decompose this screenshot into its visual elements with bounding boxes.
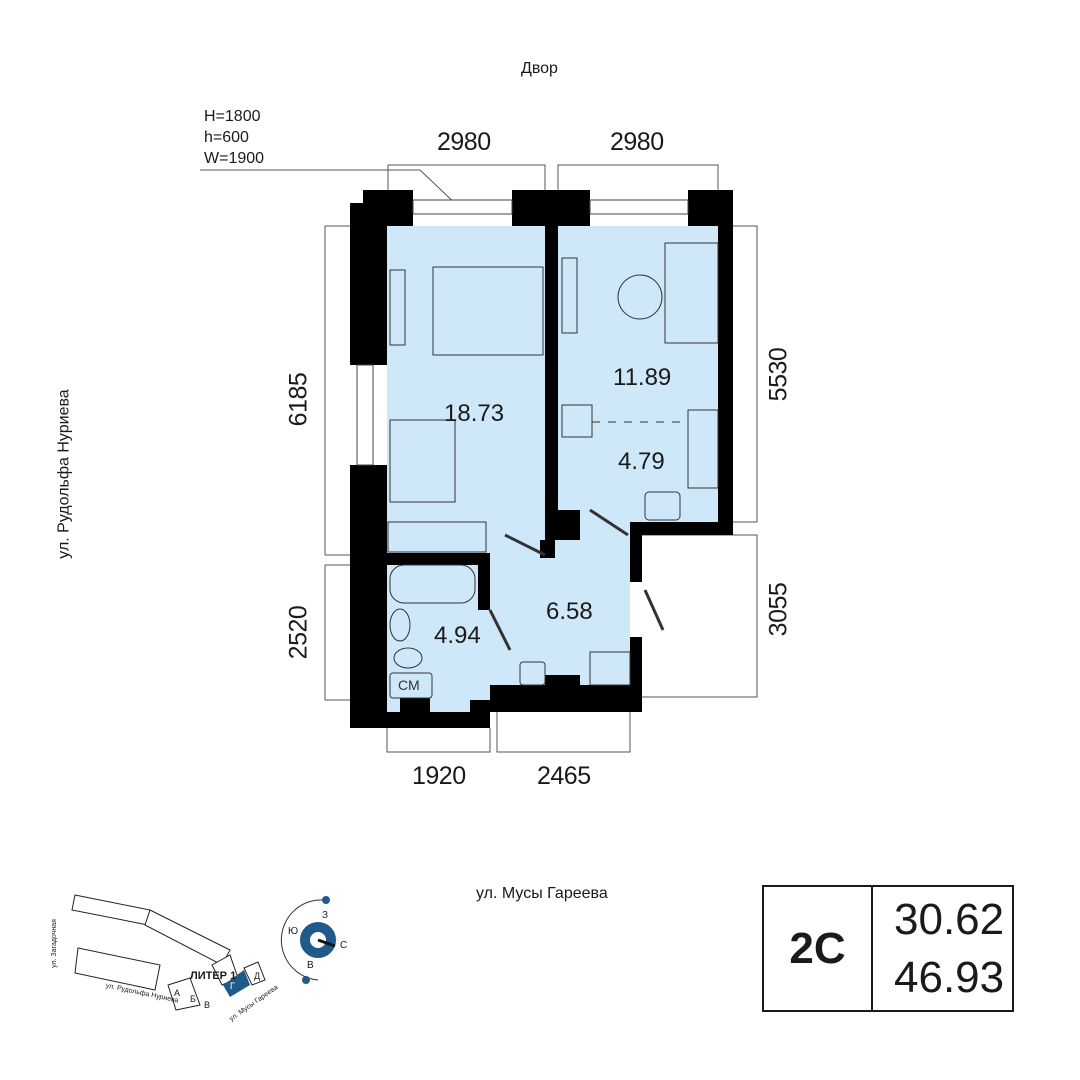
- total-area: 46.93: [894, 953, 1005, 1002]
- site-street-1: ул. Загадочная: [50, 919, 58, 968]
- apartment-legend: 2С 30.62 46.93: [762, 885, 1014, 1012]
- compass-west: З: [322, 910, 329, 921]
- sink: [644, 491, 681, 521]
- dim-left-upper: 6185: [284, 372, 313, 427]
- washer-label: СМ: [398, 677, 420, 693]
- section-v: В: [204, 1000, 211, 1010]
- wardrobe-bedroom: [389, 269, 406, 346]
- bathtub: [389, 564, 476, 604]
- window-width: W=1900: [204, 150, 265, 167]
- section-g: Г: [230, 981, 235, 991]
- tv-stand: [561, 257, 578, 334]
- toilet: [393, 647, 423, 669]
- walls: [350, 190, 733, 728]
- hall-closet: [589, 651, 631, 686]
- cabinet: [519, 661, 546, 686]
- round-table: [617, 274, 663, 320]
- site-literal: ЛИТЕР 1: [190, 970, 237, 982]
- dim-right-lower: 3055: [764, 582, 793, 637]
- dim-bottom-left: 1920: [412, 762, 466, 790]
- closet: [387, 521, 487, 553]
- window-sill: h=600: [204, 129, 249, 146]
- dining-table: [561, 404, 593, 438]
- street-left: ул. Рудольфа Нуриева: [55, 389, 73, 559]
- dim-top-left: 2980: [437, 128, 491, 156]
- apartment-type: 2С: [789, 923, 846, 973]
- living-area: 30.62: [894, 895, 1005, 944]
- windows: [356, 199, 689, 466]
- compass-east: В: [307, 960, 314, 971]
- site-plan: [71, 894, 266, 1011]
- sun-icon: [302, 976, 310, 984]
- street-bottom: ул. Мусы Гареева: [476, 885, 608, 902]
- washbasin: [389, 608, 411, 642]
- dim-left-lower: 2520: [284, 605, 313, 660]
- section-d: Д: [254, 971, 261, 981]
- washing-machine: [389, 672, 433, 699]
- sun-icon: [322, 896, 330, 904]
- compass: [280, 896, 336, 984]
- section-a: А: [174, 988, 181, 998]
- bed: [432, 266, 544, 356]
- compass-north: С: [340, 940, 348, 951]
- courtyard-label: Двор: [521, 60, 558, 77]
- furniture: [387, 242, 719, 699]
- area-hall: 6.58: [546, 598, 593, 625]
- area-dining: 4.79: [618, 448, 665, 475]
- dim-top-right: 2980: [610, 128, 664, 156]
- section-b: Б: [190, 994, 196, 1004]
- legend-divider: [871, 887, 873, 1010]
- dim-right-upper: 5530: [764, 347, 793, 402]
- window-height: H=1800: [204, 108, 261, 125]
- compass-south: Ю: [288, 926, 299, 937]
- area-kitchen: 11.89: [613, 364, 672, 391]
- area-bathroom: 4.94: [434, 622, 481, 649]
- dim-bottom-right: 2465: [537, 762, 591, 790]
- area-bedroom: 18.73: [444, 400, 505, 427]
- sofa: [664, 242, 719, 344]
- kitchen-counter: [687, 409, 719, 489]
- desk: [389, 419, 456, 503]
- active-section: [223, 970, 250, 997]
